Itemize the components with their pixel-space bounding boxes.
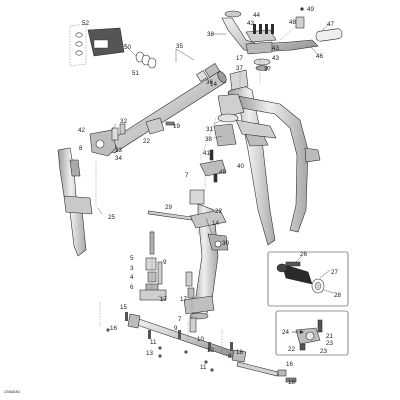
callout-label: 34 <box>115 155 122 162</box>
small-rings <box>75 32 83 56</box>
callout-label: 46 <box>316 53 323 60</box>
callout-label: 14 <box>210 81 217 88</box>
callout-label: 8 <box>228 353 232 360</box>
callout-label: 27 <box>331 269 338 276</box>
callout-label: 6 <box>130 284 134 291</box>
callout-label: 9 <box>174 325 178 332</box>
callout-label: 25 <box>108 214 115 221</box>
callout-label: 24 <box>282 329 289 336</box>
frame-structure <box>227 83 321 246</box>
callout-label: 38 <box>207 31 214 38</box>
right-bushing-stack <box>185 271 197 333</box>
callout-label: 37 <box>264 66 271 73</box>
left-frame-section <box>57 147 93 257</box>
callout-label: 23 <box>326 340 333 347</box>
lower-bearing-bracket <box>89 123 126 157</box>
callout-label: 47 <box>327 21 334 28</box>
callout-label: 7 <box>185 172 189 179</box>
steering-post <box>183 189 227 320</box>
callout-label: 37 <box>236 65 243 72</box>
callout-label: 41 <box>203 150 210 157</box>
callout-label: 10 <box>197 336 204 343</box>
callout-label: 33 <box>115 147 122 154</box>
inset-ball-joint <box>275 310 349 356</box>
u-joint <box>196 63 221 82</box>
callout-label: 52 <box>82 20 89 27</box>
callout-label: 23 <box>320 348 327 355</box>
callout-label: 17 <box>236 55 243 62</box>
upper-column-support <box>213 69 249 147</box>
callout-leaders <box>97 23 331 301</box>
callout-label: 31 <box>206 126 213 133</box>
callout-label: 43 <box>272 55 279 62</box>
callout-label: 13 <box>146 350 153 357</box>
callout-label: 26 <box>300 251 307 258</box>
callout-label: 8 <box>79 145 83 152</box>
callout-label: 22 <box>288 346 295 353</box>
callout-label: 18 <box>288 379 295 386</box>
callout-label: 29 <box>165 204 172 211</box>
clamp-bolts <box>253 24 274 34</box>
part-48-clip <box>295 16 305 29</box>
callout-label: 21 <box>326 333 333 340</box>
assembly-guide-lines <box>95 25 297 352</box>
callout-label: 49 <box>307 6 314 13</box>
callout-label: 11 <box>150 339 157 346</box>
callout-label: 40 <box>237 163 244 170</box>
callout-label: 7 <box>178 316 182 323</box>
callout-label: 51 <box>132 70 139 77</box>
handlebar <box>221 10 343 53</box>
bearing-washers <box>135 51 157 69</box>
inset-boot <box>267 251 349 307</box>
callout-label: 30 <box>222 240 229 247</box>
tie-rod-bolts <box>106 312 233 372</box>
callout-label: 43 <box>272 45 279 52</box>
callout-label: 35 <box>176 43 183 50</box>
callout-label: 5 <box>130 255 134 262</box>
callout-label: 22 <box>215 208 222 215</box>
callout-label: 36 <box>206 79 213 86</box>
callout-label: 19 <box>173 123 180 130</box>
callout-label: 42 <box>78 127 85 134</box>
callout-label: 45 <box>219 169 226 176</box>
callout-label: 17 <box>180 296 187 303</box>
callout-label: 43 <box>247 20 254 27</box>
steering-clamp <box>199 149 227 183</box>
callout-label: 22 <box>143 138 150 145</box>
callout-label: 16 <box>286 361 293 368</box>
left-bushing-stack <box>139 231 167 301</box>
bearing-block-52 <box>69 23 125 67</box>
callout-label: 38 <box>205 136 212 143</box>
callout-label: 16 <box>110 325 117 332</box>
callout-label: 9 <box>163 259 167 266</box>
callout-label: 17 <box>160 296 167 303</box>
callout-label: 18 <box>236 349 243 356</box>
callout-label: 3 <box>130 265 134 272</box>
callout-label: 4 <box>130 274 134 281</box>
callout-label: 50 <box>124 44 131 51</box>
callout-label: 32 <box>120 118 127 125</box>
callout-label: 15 <box>120 304 127 311</box>
callout-label: 12 <box>207 347 214 354</box>
callout-label: 14 <box>212 220 219 227</box>
part-number-labels: 52 50 51 35 38 36 44 43 48 49 47 46 43 4… <box>78 6 341 386</box>
document-id: 236683D <box>4 389 21 394</box>
part-49-screw <box>300 7 304 11</box>
tie-rod-end-lower <box>236 361 297 383</box>
steering-arm <box>207 233 229 251</box>
column-clip-bracket <box>145 117 175 135</box>
callout-label: 44 <box>253 12 260 19</box>
long-bolt-29 <box>147 210 193 221</box>
callout-label: 48 <box>289 19 296 26</box>
callout-label: 28 <box>334 292 341 299</box>
callout-label: 11 <box>200 364 207 371</box>
